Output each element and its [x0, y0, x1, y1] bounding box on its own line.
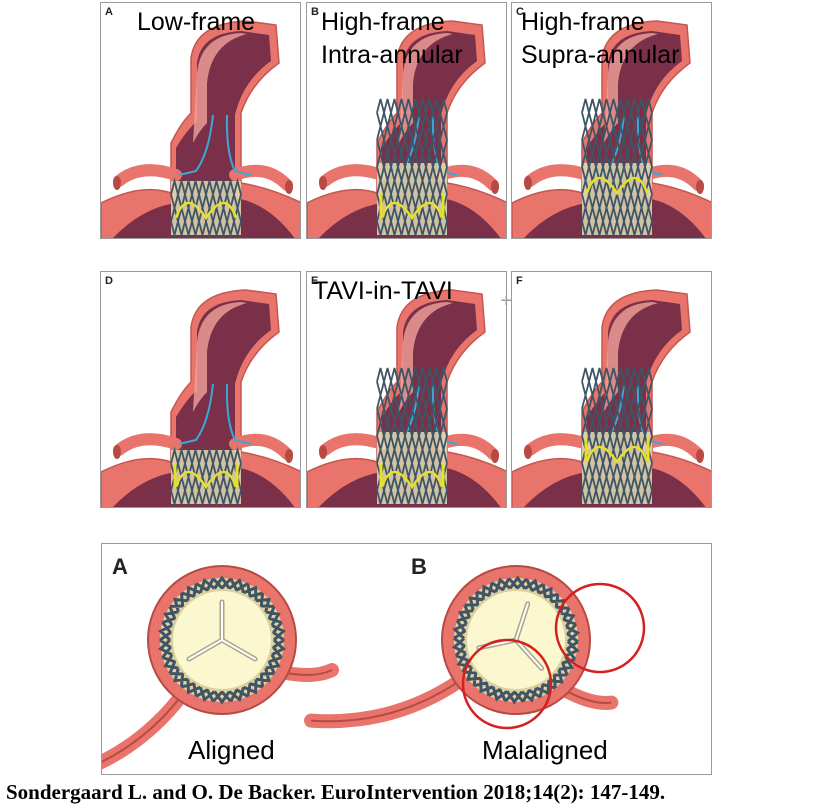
- left-coronary-artery: [113, 164, 182, 187]
- left-coronary-artery: [319, 164, 388, 187]
- transcatheter-valve: [170, 177, 242, 238]
- commissure-posts: [174, 470, 238, 490]
- aortic-wall-highlight: [193, 33, 247, 143]
- stent-frame: [170, 177, 242, 238]
- right-coronary-wire: [225, 114, 252, 176]
- left-coronary-artery: [319, 433, 388, 456]
- aortic-lumen: [112, 300, 295, 507]
- label-aligned: Aligned: [188, 735, 275, 765]
- right-coronary-ostium: [491, 449, 499, 463]
- commissure-posts: [585, 176, 649, 196]
- valve-panel-f: F: [511, 271, 712, 508]
- pinned-leaflets: [379, 194, 445, 218]
- commissure-posts: [585, 445, 649, 465]
- transcatheter-valve: [581, 367, 653, 505]
- left-coronary-ostium: [319, 176, 327, 190]
- valve-panel-a: A Low-frame: [100, 2, 301, 239]
- left-coronary-wire: [178, 114, 214, 176]
- valve-illustration: [512, 289, 711, 507]
- annulus-cross-section-illustration: [102, 565, 646, 770]
- right-coronary-ostium: [285, 449, 293, 463]
- valve-leaflet-body: [171, 181, 241, 235]
- left-coronary-artery: [524, 433, 593, 456]
- right-coronary-ostium: [696, 449, 704, 463]
- right-coronary-wire: [225, 383, 252, 445]
- panel-title-line-2: Supra-annular: [521, 41, 680, 69]
- stent-frame-cross-section: [451, 575, 581, 705]
- panel-letter: F: [516, 275, 523, 287]
- pinned-leaflets: [173, 463, 239, 487]
- aortic-wall-highlight: [193, 302, 247, 412]
- bottom-panel: A B Aligned Malaligned: [101, 543, 712, 775]
- right-coronary-ostium: [696, 180, 704, 194]
- right-coronary-artery: [229, 164, 293, 191]
- valve-leaflet-body: [171, 450, 241, 504]
- left-coronary-ostium: [319, 445, 327, 459]
- stent-frame: [376, 367, 448, 505]
- bottom-panel-letter-a: A: [112, 554, 128, 579]
- commissure-posts: [380, 201, 444, 221]
- valve-illustration: [101, 289, 300, 507]
- left-coronary-artery: [524, 164, 593, 187]
- stent-frame: [581, 98, 653, 236]
- valve-illustration: [307, 289, 506, 507]
- panel-letter: B: [311, 6, 319, 18]
- panel-letter: A: [105, 6, 113, 18]
- left-coronary-ostium: [524, 176, 532, 190]
- left-coronary-ostium: [113, 445, 121, 459]
- panel-title-line-1: Low-frame: [137, 8, 256, 36]
- transcatheter-valve: [170, 446, 242, 507]
- transcatheter-valve: [581, 98, 653, 236]
- transcatheter-valve: [376, 367, 448, 505]
- left-coronary-wire: [178, 383, 214, 445]
- overlap-highlight-ring-upper: [554, 582, 646, 674]
- panel-letter: C: [516, 6, 524, 18]
- bottom-panel-letter-b: B: [411, 554, 427, 579]
- panel-title-line-1: High-frame: [521, 8, 645, 36]
- right-coronary-ostium: [491, 180, 499, 194]
- stent-frame: [581, 367, 653, 505]
- label-malaligned: Malaligned: [482, 735, 608, 765]
- valve-panel-d: D: [100, 271, 301, 508]
- coronary-artery-left: [304, 672, 468, 729]
- aortic-lumen: [112, 31, 295, 238]
- commissure-posts: [380, 470, 444, 490]
- stent-frame: [376, 98, 448, 236]
- left-coronary-ostium: [524, 445, 532, 459]
- pinned-leaflets: [379, 463, 445, 487]
- stent-frame: [170, 446, 242, 507]
- citation: Sondergaard L. and O. De Backer. EuroInt…: [6, 780, 666, 804]
- transcatheter-valve: [376, 98, 448, 236]
- commissure-posts: [174, 201, 238, 221]
- stent-frame-cross-section: [158, 575, 286, 705]
- left-coronary-ostium: [113, 176, 121, 190]
- overlap-highlight-ring-lower: [461, 638, 553, 730]
- aligned-cross-section: [102, 565, 339, 770]
- panel-title-line-1: TAVI-in-TAVI: [313, 277, 453, 305]
- valve-illustration: [307, 20, 506, 238]
- panel-letter: E: [311, 275, 319, 287]
- right-coronary-ostium: [285, 180, 293, 194]
- right-coronary-artery: [229, 433, 293, 460]
- valve-illustration: [512, 20, 711, 238]
- panel-title-line-1: High-frame: [321, 8, 445, 36]
- left-coronary-artery: [113, 433, 182, 456]
- leaflet-coaptation-highlight: [188, 601, 256, 660]
- panel-letter: D: [105, 275, 113, 287]
- pinned-leaflets: [584, 438, 650, 462]
- cursor-crosshair-icon: ✛: [501, 294, 512, 309]
- valve-illustration: [101, 20, 300, 238]
- panel-title-line-2: Intra-annular: [321, 41, 463, 69]
